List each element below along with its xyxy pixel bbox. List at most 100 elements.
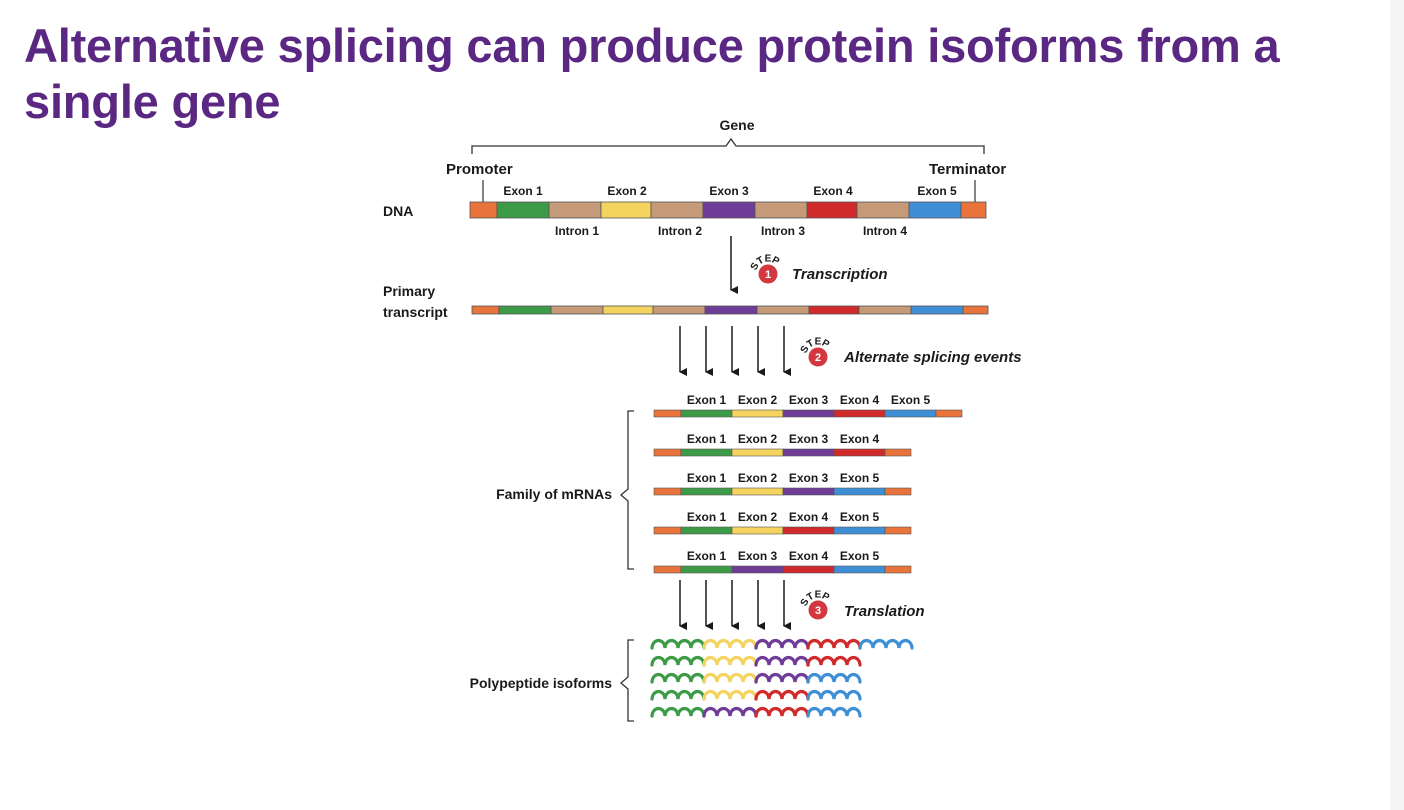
mrna-family-bracket xyxy=(620,410,634,570)
exon-3-segment xyxy=(702,201,756,219)
mrna-exon-label: Exon 5 xyxy=(840,510,880,524)
mrna-exon-label: Exon 2 xyxy=(738,510,778,524)
step-number-circle xyxy=(808,600,828,620)
utr-segment xyxy=(884,565,912,574)
polypeptide-isoforms-label: Polypeptide isoforms xyxy=(470,675,613,691)
exon-5-segment xyxy=(908,201,962,219)
exon-2-peptide-segment xyxy=(702,638,758,650)
step-number: 2 xyxy=(815,352,821,364)
utr-segment xyxy=(653,487,682,496)
exon-1-segment xyxy=(680,448,733,457)
exon-3-segment xyxy=(704,305,758,315)
exon-3-peptide-segment xyxy=(702,706,758,718)
dna-exon-label: Exon 4 xyxy=(813,184,853,198)
exon-2-segment xyxy=(731,448,784,457)
intron-segment xyxy=(858,305,912,315)
family-of-mrnas-label: Family of mRNAs xyxy=(496,486,612,502)
mrna-exon-label: Exon 4 xyxy=(840,393,880,407)
mrna-exon-label: Exon 1 xyxy=(687,432,727,446)
exon-4-peptide-segment xyxy=(754,689,810,701)
exon-1-segment xyxy=(498,305,552,315)
exon-4-segment xyxy=(808,305,860,315)
exon-4-segment xyxy=(782,565,835,574)
mrna-list: Exon 1 Exon 2 Exon 3 Exon 4 Exon 5 Exon 1 Exon… xyxy=(653,393,963,574)
exon-1-segment xyxy=(680,409,733,418)
intron-segment xyxy=(650,201,704,219)
dna-exon-label: Exon 2 xyxy=(607,184,647,198)
intron-segment xyxy=(856,201,910,219)
splicing-arrows xyxy=(679,326,791,376)
mrna-exon-label: Exon 3 xyxy=(789,393,829,407)
dna-bar xyxy=(469,201,987,219)
mrna-exon-label: Exon 2 xyxy=(738,471,778,485)
exon-1-segment xyxy=(496,201,550,219)
step-word-letter: P xyxy=(820,591,832,604)
step-label: Alternate splicing events xyxy=(843,349,1022,366)
dna-intron-label: Intron 3 xyxy=(761,224,805,238)
utr-segment xyxy=(962,305,989,315)
step-word-letter: S xyxy=(799,344,812,356)
exon-5-peptide-segment xyxy=(806,689,862,701)
mrna-exon-label: Exon 5 xyxy=(840,549,880,563)
mrna-exon-label: Exon 4 xyxy=(789,549,829,563)
step-word-letter: T xyxy=(755,255,766,268)
promoter-label: Promoter xyxy=(446,161,513,178)
slide-title: Alternative splicing can produce protein… xyxy=(24,19,1280,128)
step-word-letter: T xyxy=(805,338,816,351)
terminator-label: Terminator xyxy=(929,161,1006,178)
step-word-letter: E xyxy=(765,254,772,265)
exon-1-peptide-segment xyxy=(650,672,706,684)
exon-4-segment xyxy=(833,409,886,418)
exon-1-segment xyxy=(680,565,733,574)
mrna-exon-label: Exon 1 xyxy=(687,471,727,485)
utr-segment xyxy=(653,526,682,535)
polypeptide-isoform xyxy=(650,672,862,684)
exon-3-peptide-segment xyxy=(754,638,810,650)
exon-2-peptide-segment xyxy=(702,689,758,701)
polypeptide-isoform xyxy=(650,655,862,667)
dna-label: DNA xyxy=(383,203,413,219)
exon-3-segment xyxy=(782,487,835,496)
utr-segment xyxy=(935,409,963,418)
exon-5-peptide-segment xyxy=(806,706,862,718)
exon-5-segment xyxy=(833,487,886,496)
step-number-circle xyxy=(808,347,828,367)
mrna-exon-label: Exon 4 xyxy=(840,432,880,446)
dna-exon-label: Exon 1 xyxy=(503,184,543,198)
exon-2-segment xyxy=(731,487,784,496)
exon-1-segment xyxy=(680,526,733,535)
dna-intron-label: Intron 2 xyxy=(658,224,702,238)
step-word-letter: T xyxy=(805,591,816,604)
exon-1-peptide-segment xyxy=(650,655,706,667)
primary-transcript-bar xyxy=(471,305,989,315)
right-edge-strip xyxy=(1390,0,1404,810)
polypeptide-isoform xyxy=(650,689,862,701)
mrna-exon-label: Exon 2 xyxy=(738,432,778,446)
mrna-exon-label: Exon 1 xyxy=(687,510,727,524)
utr-segment xyxy=(884,448,912,457)
intron-segment xyxy=(550,305,604,315)
exon-5-segment xyxy=(833,526,886,535)
primary-transcript-label-line2: transcript xyxy=(383,304,448,320)
utr-segment xyxy=(884,526,912,535)
exon-2-segment xyxy=(600,201,652,219)
mrna-exon-label: Exon 1 xyxy=(687,393,727,407)
utr-segment xyxy=(653,448,682,457)
exon-3-segment xyxy=(782,409,835,418)
exon-5-segment xyxy=(833,565,886,574)
mrna-exon-label: Exon 3 xyxy=(738,549,778,563)
exon-3-peptide-segment xyxy=(754,655,810,667)
step-number-circle xyxy=(758,264,778,284)
step-word-letter: P xyxy=(820,338,832,351)
mrna-exon-label: Exon 5 xyxy=(840,471,880,485)
exon-4-peptide-segment xyxy=(806,655,862,667)
utr-segment xyxy=(960,201,987,219)
